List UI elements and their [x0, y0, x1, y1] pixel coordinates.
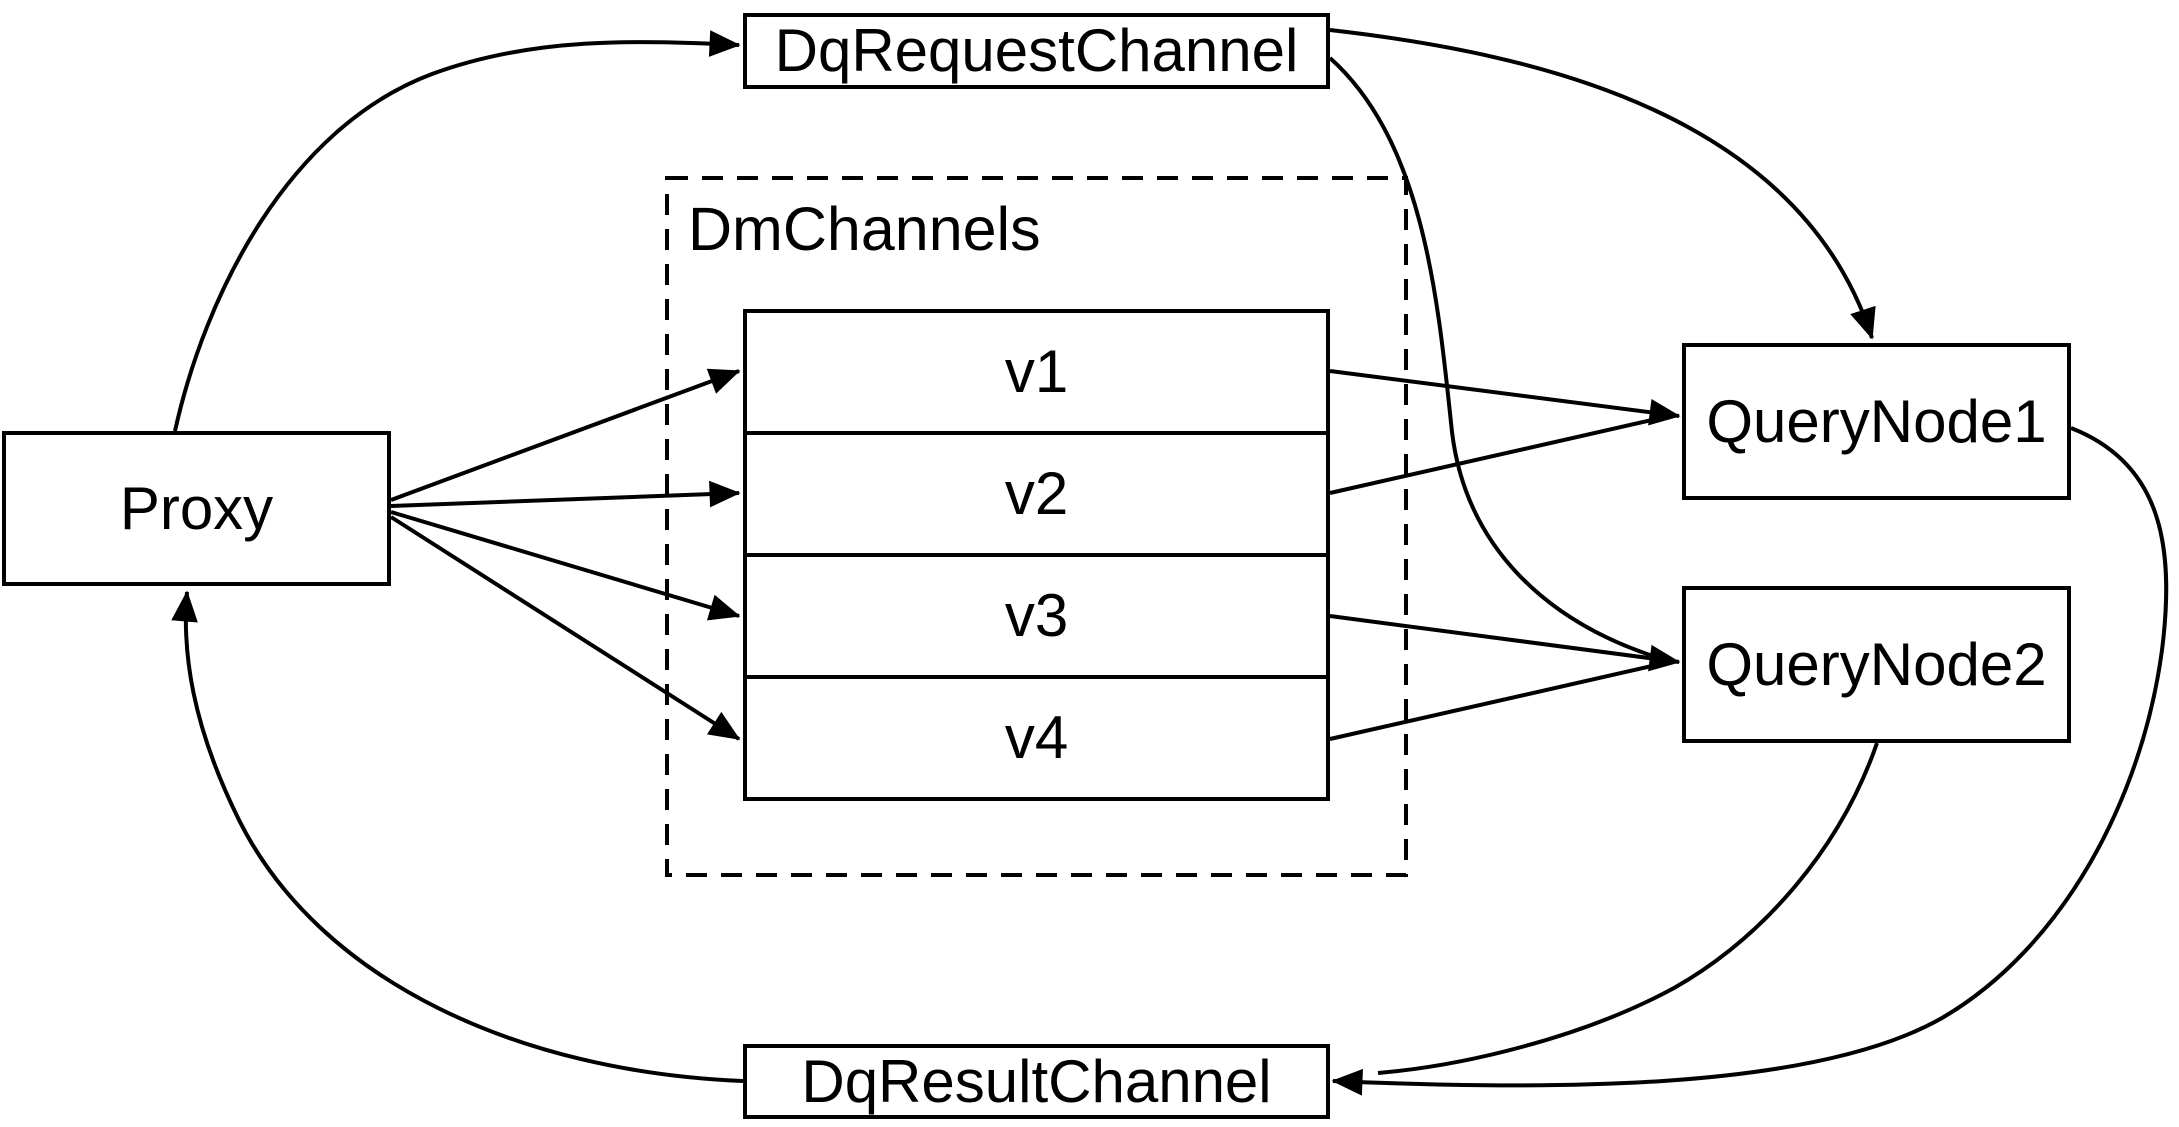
edge-proxy-to-v4 — [389, 515, 741, 741]
edge-v4-to-querynode2 — [1329, 664, 1653, 741]
channel-v4-label: v4 — [1004, 704, 1069, 771]
dm-channels-label: DmChannels — [688, 195, 1041, 263]
query-node-2-label: QueryNode2 — [1706, 630, 2047, 698]
node-query-node-2: QueryNode2 — [1682, 586, 2071, 743]
edge-v1-to-querynode1 — [1329, 369, 1681, 426]
edge-dqresultchannel-to-proxy — [171, 590, 744, 1083]
edge-proxy-to-v1 — [390, 368, 741, 502]
channel-row-v2: v2 — [747, 431, 1326, 553]
channel-v1-label: v1 — [1004, 338, 1069, 405]
channel-row-v3: v3 — [747, 553, 1326, 675]
edge-querynode1-to-dqresultchannel — [1331, 426, 2169, 1096]
channel-row-v1: v1 — [747, 313, 1326, 431]
query-node-1-label: QueryNode1 — [1706, 387, 2047, 455]
edge-v3-to-querynode2 — [1329, 614, 1681, 672]
edge-dqrequestchannel-to-querynode2 — [1328, 56, 1657, 659]
dq-result-channel-label: DqResultChannel — [801, 1047, 1272, 1115]
node-dq-result-channel: DqResultChannel — [743, 1044, 1330, 1119]
dm-channels-group-border — [665, 176, 1408, 877]
node-query-node-1: QueryNode1 — [1682, 343, 2071, 500]
node-dq-request-channel: DqRequestChannel — [743, 13, 1330, 89]
channel-row-v4: v4 — [747, 675, 1326, 797]
edge-proxy-to-v2 — [390, 480, 741, 508]
channel-v3-label: v3 — [1004, 582, 1069, 649]
edge-proxy-to-dqrequestchannel — [173, 30, 741, 432]
edge-proxy-to-v3 — [390, 510, 741, 621]
proxy-label: Proxy — [119, 474, 274, 542]
channel-v2-label: v2 — [1004, 460, 1069, 527]
dm-channels-table: v1 v2 v3 v4 — [743, 309, 1330, 801]
edge-dqrequestchannel-to-querynode1 — [1329, 28, 1876, 340]
edge-querynode2-to-dqresultchannel — [1377, 742, 1879, 1075]
dq-request-channel-label: DqRequestChannel — [774, 17, 1299, 84]
node-proxy: Proxy — [2, 431, 391, 586]
edge-v2-to-querynode1 — [1329, 418, 1653, 495]
